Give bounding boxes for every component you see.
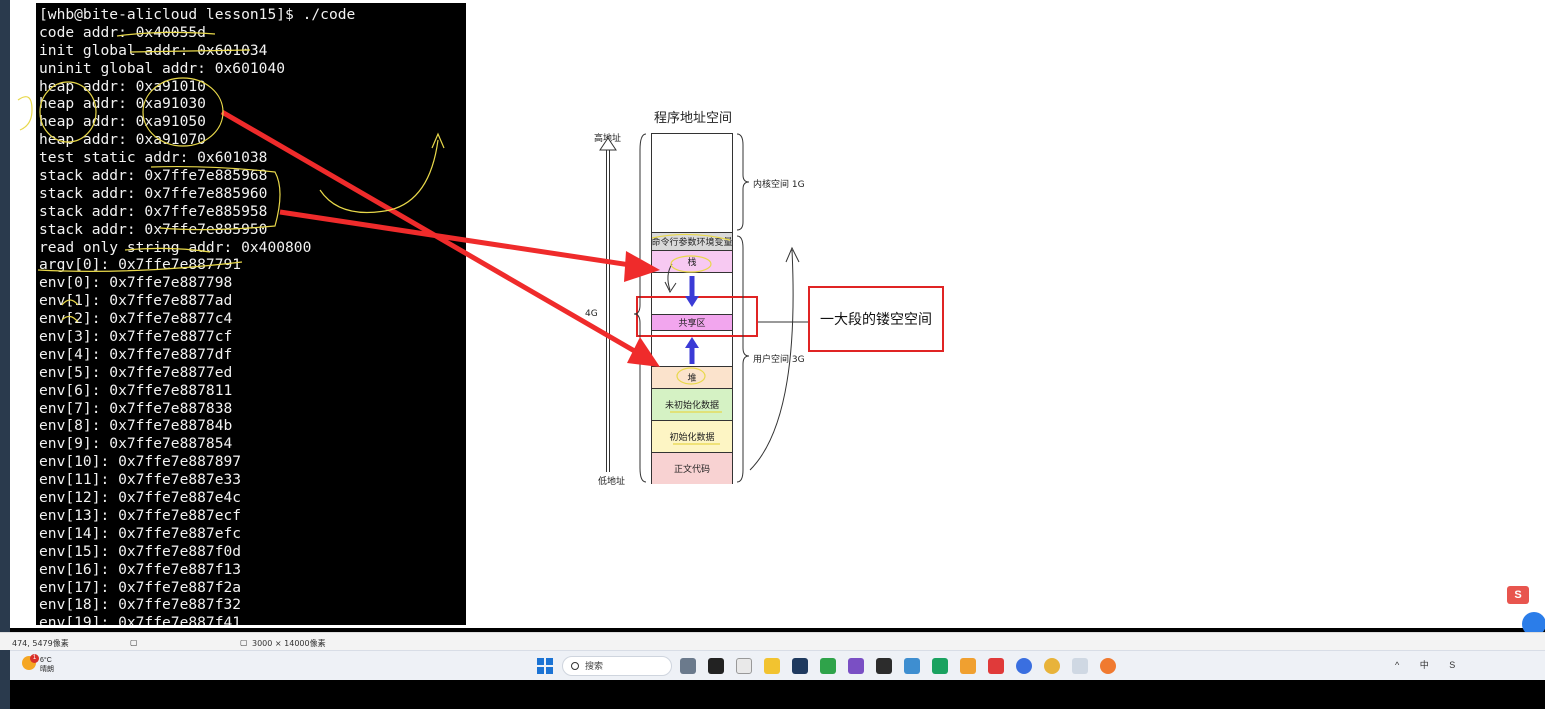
terminal-line: env[15]: 0x7ffe7e887f0d [39, 542, 242, 560]
file-explorer-icon[interactable] [764, 658, 780, 674]
memory-segment: 堆 [652, 366, 732, 388]
terminal-line: stack addr: 0x7ffe7e885958 [39, 202, 268, 220]
address-direction-arrow [599, 137, 617, 472]
taskbar-search[interactable]: 搜索 [562, 656, 672, 676]
memory-segment: 共享区 [652, 314, 732, 330]
system-tray[interactable]: ^ 中 S [1395, 660, 1465, 670]
weather-desc: 晴朗 [40, 666, 54, 673]
task-view-icon[interactable] [708, 658, 724, 674]
terminal-line: env[0]: 0x7ffe7e887798 [39, 274, 233, 292]
search-icon [571, 662, 579, 670]
assistant-avatar-icon[interactable] [1522, 612, 1545, 636]
chrome-icon[interactable] [1044, 658, 1060, 674]
terminal-line: env[3]: 0x7ffe7e8877cf [39, 328, 233, 346]
memory-segment: 正文代码 [652, 452, 732, 484]
memory-segment: 未初始化数据 [652, 388, 732, 420]
app-icon-red[interactable] [988, 658, 1004, 674]
low-address-label: 低地址 [598, 477, 626, 487]
terminal-line: env[9]: 0x7ffe7e887854 [39, 435, 233, 453]
terminal-line: env[2]: 0x7ffe7e8877c4 [39, 310, 233, 328]
terminal-line: heap addr: 0xa91010 [39, 77, 206, 95]
image-size-icon: ▢ [240, 638, 248, 647]
paint-icon[interactable] [1072, 658, 1088, 674]
terminal-line: env[11]: 0x7ffe7e887e33 [39, 471, 242, 489]
app-icon-dark[interactable] [876, 658, 892, 674]
callout-text: 一大段的镂空空间 [820, 312, 932, 328]
terminal-line: argv[0]: 0x7ffe7e887791 [39, 256, 242, 274]
terminal-line: init global addr: 0x601034 [39, 41, 268, 59]
app-icon-1[interactable] [680, 658, 696, 674]
status-bar: 474, 5479像素 ▢ ▢ 3000 × 14000像素 [0, 632, 1545, 650]
shared-region-highlight [636, 296, 758, 337]
user-brace [736, 235, 750, 483]
memory-segment [652, 134, 732, 232]
terminal-line: code addr: 0x40055d [39, 23, 206, 41]
start-button[interactable] [537, 658, 553, 674]
terminal-line: env[14]: 0x7ffe7e887efc [39, 524, 242, 542]
search-placeholder: 搜索 [585, 661, 604, 671]
terminal-line: env[6]: 0x7ffe7e887811 [39, 381, 233, 399]
terminal-line: stack addr: 0x7ffe7e885950 [39, 220, 268, 238]
kernel-brace [736, 133, 750, 231]
terminal-line: env[19]: 0x7ffe7e887f41 [39, 614, 242, 625]
weather-badge: 1 [30, 654, 39, 663]
terminal-line: heap addr: 0xa91070 [39, 131, 206, 149]
terminal-line: heap addr: 0xa91050 [39, 113, 206, 131]
terminal-line: env[8]: 0x7ffe7e88784b [39, 417, 233, 435]
image-size: 3000 × 14000像素 [252, 639, 326, 648]
ime-widget[interactable]: S [1507, 586, 1529, 604]
terminal-line: [whb@bite-alicloud lesson15]$ ./code [39, 6, 356, 23]
terminal-line: env[7]: 0x7ffe7e887838 [39, 399, 233, 417]
terminal-line: env[17]: 0x7ffe7e887f2a [39, 578, 242, 596]
terminal-line: env[18]: 0x7ffe7e887f32 [39, 596, 242, 614]
app-icon-green[interactable] [820, 658, 836, 674]
terminal-line: env[10]: 0x7ffe7e887897 [39, 453, 242, 471]
text-editor-icon[interactable] [736, 658, 752, 674]
terminal-line: read only string addr: 0x400800 [39, 238, 312, 256]
store-icon[interactable] [792, 658, 808, 674]
terminal-line: env[13]: 0x7ffe7e887ecf [39, 506, 242, 524]
selection-icon: ▢ [130, 638, 138, 647]
memory-segment: 命令行参数环境变量 [652, 232, 732, 250]
terminal-line: env[16]: 0x7ffe7e887f13 [39, 560, 242, 578]
memory-segment: 栈 [652, 250, 732, 272]
app-icon-snail[interactable] [1100, 658, 1116, 674]
app-icon-orange[interactable] [960, 658, 976, 674]
taskbar: 1 6°C 晴朗 搜索 ^ 中 S [10, 650, 1545, 680]
terminal-line: uninit global addr: 0x601040 [39, 59, 286, 77]
terminal-line: env[4]: 0x7ffe7e8877df [39, 345, 233, 363]
high-address-label: 高地址 [594, 134, 622, 144]
terminal-line: env[1]: 0x7ffe7e8877ad [39, 292, 233, 310]
kernel-space-label: 内核空间 1G [753, 180, 805, 190]
terminal-line: env[5]: 0x7ffe7e8877ed [39, 363, 233, 381]
memory-segment: 初始化数据 [652, 420, 732, 452]
diagram-title: 程序地址空间 [654, 111, 733, 126]
user-space-label: 用户空间 3G [753, 355, 805, 365]
terminal-line: env[12]: 0x7ffe7e887e4c [39, 489, 242, 507]
callout-box: 一大段的镂空空间 [808, 286, 944, 352]
app-icon-circle[interactable] [1016, 658, 1032, 674]
cursor-position: 474, 5479像素 [12, 639, 69, 648]
app-icon-blue[interactable] [904, 658, 920, 674]
terminal-line: heap addr: 0xa91030 [39, 95, 206, 113]
terminal-line: stack addr: 0x7ffe7e885960 [39, 184, 268, 202]
total-size-label: 4G [585, 309, 598, 319]
left-edge-strip [0, 0, 10, 709]
weather-temp: 6°C [40, 657, 52, 664]
app-icon-mail[interactable] [932, 658, 948, 674]
visual-studio-icon[interactable] [848, 658, 864, 674]
terminal-line: stack addr: 0x7ffe7e885968 [39, 167, 268, 185]
weather-widget[interactable]: 6°C 晴朗 [40, 656, 54, 674]
terminal-line: test static addr: 0x601038 [39, 149, 268, 167]
